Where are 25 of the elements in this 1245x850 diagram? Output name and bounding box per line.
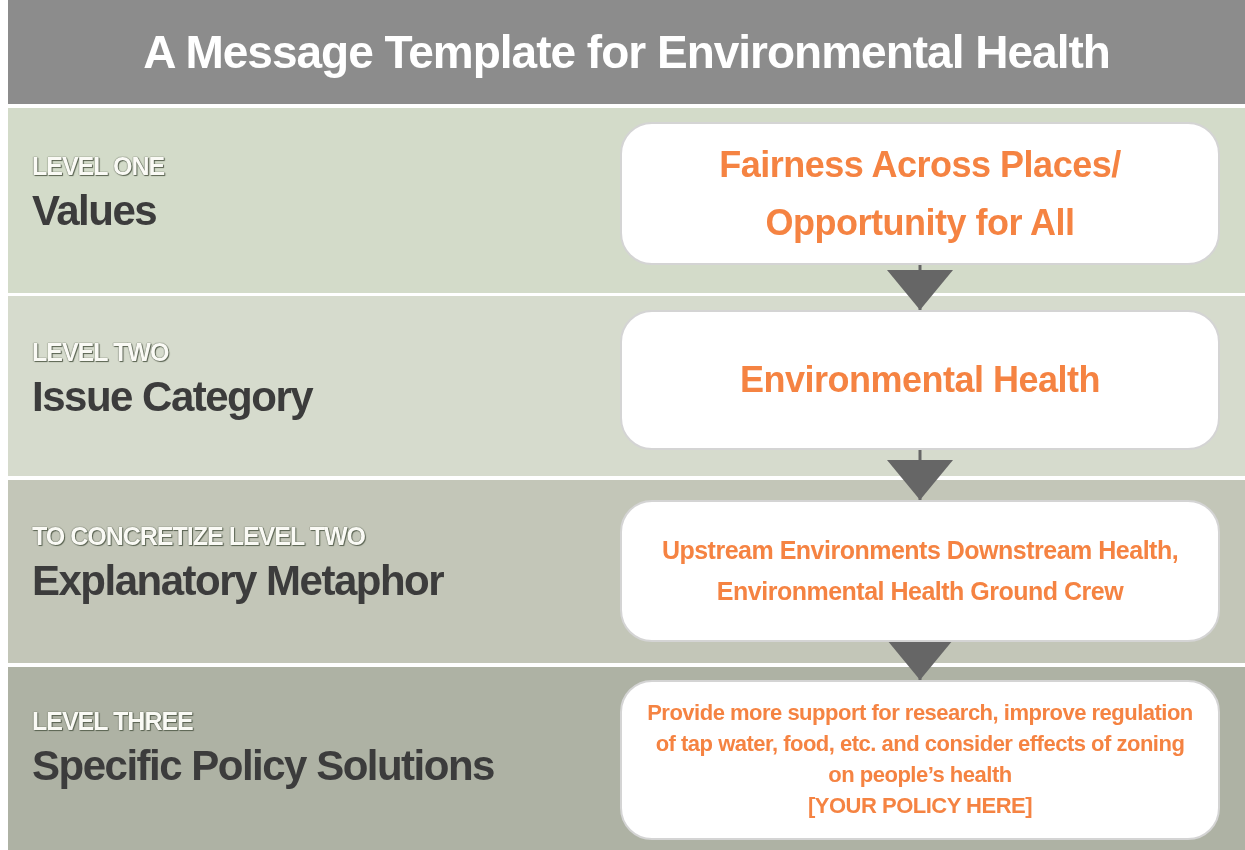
message-text: Upstream Environments Downstream Health, Environmental Health Ground Crew (660, 534, 1180, 607)
level-heading: Specific Policy Solutions (32, 742, 494, 790)
level-band (8, 667, 1245, 850)
level-heading: Values (32, 187, 157, 235)
message-box (620, 500, 1220, 642)
level-label: TO CONCRETIZE LEVEL TWO (32, 522, 366, 551)
level-band (8, 480, 1245, 663)
message-text: Environmental Health (739, 357, 1101, 402)
arrow (887, 640, 953, 680)
level-heading: Explanatory Metaphor (32, 557, 444, 605)
message-box (620, 310, 1220, 450)
message-box (620, 680, 1220, 840)
level-heading: Issue Category (32, 373, 313, 421)
arrow (887, 265, 953, 310)
level-band (8, 108, 1245, 293)
level-label: LEVEL THREE (32, 707, 193, 736)
title-banner: A Message Template for Environmental Health (8, 0, 1245, 104)
level-label: LEVEL TWO (32, 338, 169, 367)
level-band (8, 296, 1245, 476)
arrow (887, 450, 953, 500)
message-text: [YOUR POLICY HERE] (807, 791, 1033, 820)
message-text: Provide more support for research, improve regulation of tap water, food, etc. and consider effects of zoning on people’s health (646, 699, 1194, 789)
level-label: LEVEL ONE (32, 152, 165, 181)
message-text: Fairness Across Places/ Opportunity for All (718, 142, 1122, 245)
message-box (620, 122, 1220, 265)
